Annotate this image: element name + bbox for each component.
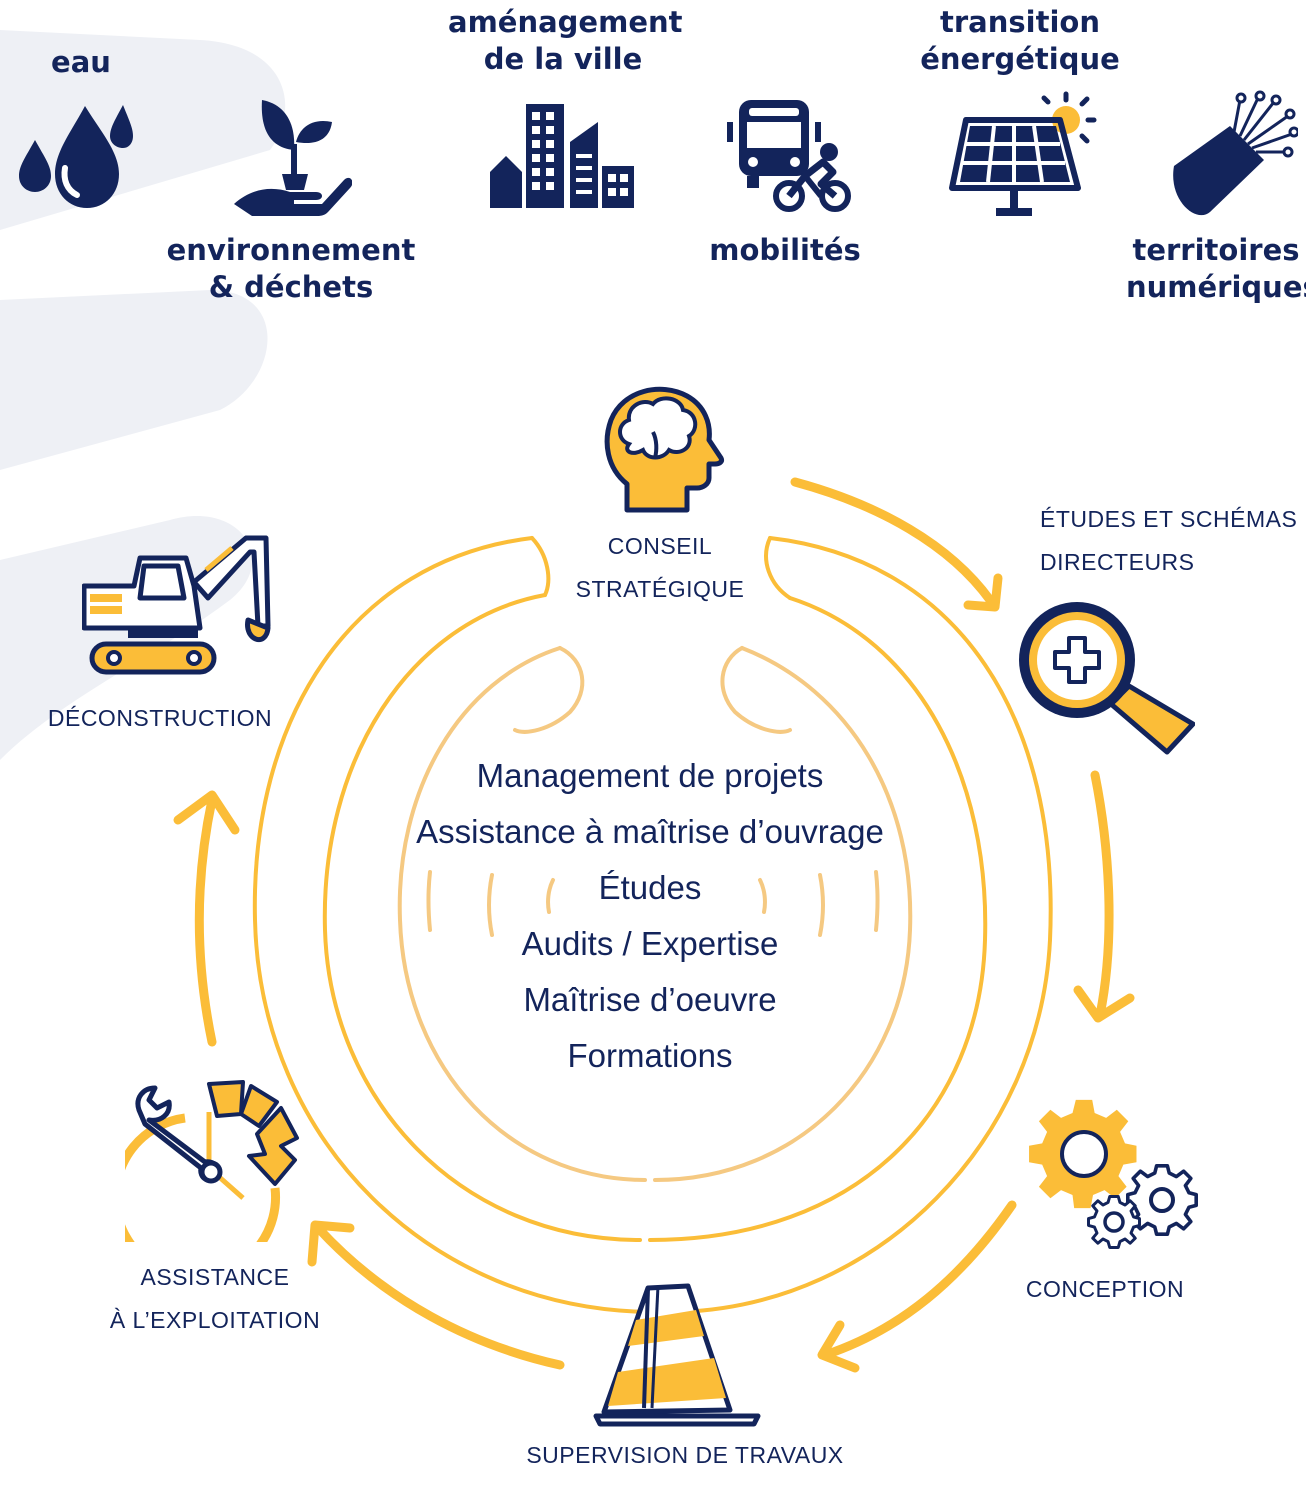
- domain-label-eau: eau: [46, 44, 116, 81]
- arrow-supervision-to-assistance: [315, 1225, 565, 1370]
- excavator-icon: [82, 535, 271, 675]
- traffic-cone-icon: [593, 1283, 761, 1427]
- domain-transition-line2: énergétique: [920, 42, 1120, 76]
- step-conseil-strategique: CONSEIL STRATÉGIQUE: [560, 525, 760, 611]
- inner-hook-right: [720, 646, 792, 734]
- domain-transition-line1: transition: [940, 5, 1100, 39]
- step-assistance-line1: ASSISTANCE: [140, 1264, 290, 1290]
- step-etudes-line1: ÉTUDES ET SCHÉMAS: [1040, 506, 1298, 532]
- arrow-head-deconstruction: [173, 790, 240, 835]
- service-item: Audits / Expertise: [521, 925, 779, 962]
- outer-arc-right: [678, 536, 1053, 1314]
- city-buildings-icon: [490, 104, 634, 208]
- outer-hook-left: [530, 536, 551, 597]
- arrow-assistance-to-deconstruction: [194, 795, 217, 1047]
- fiber-optic-cable-icon: [1173, 90, 1298, 216]
- arrow-head-conception: [1073, 985, 1135, 1023]
- domain-territoires-line1: territoires: [1132, 233, 1300, 267]
- step-conseil-line2: STRATÉGIQUE: [575, 576, 745, 602]
- arrow-head-assistance: [307, 1220, 355, 1267]
- step-etudes-schemas: ÉTUDES ET SCHÉMAS DIRECTEURS: [1040, 498, 1306, 584]
- service-item: Management de projets: [476, 757, 824, 794]
- domain-environnement-line1: environnement: [166, 233, 416, 267]
- service-item: Formations: [567, 1037, 733, 1074]
- domain-amenagement-line2: de la ville: [483, 42, 643, 76]
- arrow-head-supervision: [817, 1320, 860, 1373]
- domain-amenagement-line1: aménagement: [448, 5, 683, 39]
- bus-bike-icon: [727, 100, 851, 212]
- domain-territoires-line2: numériques: [1126, 270, 1306, 304]
- gears-icon: [1029, 1099, 1199, 1249]
- domain-label-environnement: environnement & déchets: [166, 232, 416, 306]
- mid-arc-left: [322, 593, 642, 1242]
- arrow-conception-to-supervision: [820, 1200, 1017, 1360]
- step-etudes-line2: DIRECTEURS: [1040, 549, 1195, 575]
- solar-panel-icon: [949, 91, 1097, 216]
- step-conseil-line1: CONSEIL: [607, 533, 713, 559]
- plant-in-hand-icon: [234, 100, 352, 216]
- magnifier-plus-icon: [1019, 602, 1195, 755]
- step-conception-text: CONCEPTION: [1025, 1276, 1185, 1302]
- arrow-etudes-to-conception: [1090, 770, 1114, 1020]
- arrow-head-etudes: [963, 573, 1003, 612]
- domain-mobilites-text: mobilités: [709, 233, 861, 267]
- mid-arc-right: [648, 596, 988, 1242]
- service-item: Maîtrise d’oeuvre: [523, 981, 777, 1018]
- inner-hook-left: [513, 646, 585, 734]
- head-brain-icon: [604, 386, 724, 513]
- water-drops-icon: [19, 105, 133, 208]
- step-deconstruction: DÉCONSTRUCTION: [40, 697, 280, 740]
- domain-eau-text: eau: [51, 45, 111, 79]
- domain-label-amenagement: aménagement de la ville: [448, 4, 683, 78]
- wrench-clock-icon: [125, 1080, 299, 1242]
- step-assistance-exploitation: ASSISTANCE À L’EXPLOITATION: [90, 1256, 340, 1342]
- arrow-conseil-to-etudes: [790, 477, 995, 605]
- service-item: Études: [598, 869, 702, 906]
- outer-arc-left: [252, 536, 654, 1314]
- step-conception: CONCEPTION: [1010, 1268, 1200, 1311]
- domain-label-mobilites: mobilités: [705, 232, 865, 269]
- step-supervision: SUPERVISION DE TRAVAUX: [500, 1434, 870, 1477]
- inner-arc-right: [653, 646, 913, 1182]
- domain-label-territoires: territoires numériques: [1126, 232, 1306, 306]
- step-assistance-line2: À L’EXPLOITATION: [109, 1307, 321, 1333]
- inner-arc-left: [397, 646, 647, 1182]
- outer-hook-right: [764, 536, 792, 600]
- service-item: Assistance à maîtrise d’ouvrage: [416, 813, 884, 850]
- domain-environnement-line2: & déchets: [208, 270, 374, 304]
- step-supervision-text: SUPERVISION DE TRAVAUX: [526, 1442, 844, 1468]
- services-list: Management de projets Assistance à maîtr…: [390, 748, 910, 1084]
- domain-label-transition: transition énergétique: [920, 4, 1120, 78]
- step-deconstruction-text: DÉCONSTRUCTION: [47, 705, 273, 731]
